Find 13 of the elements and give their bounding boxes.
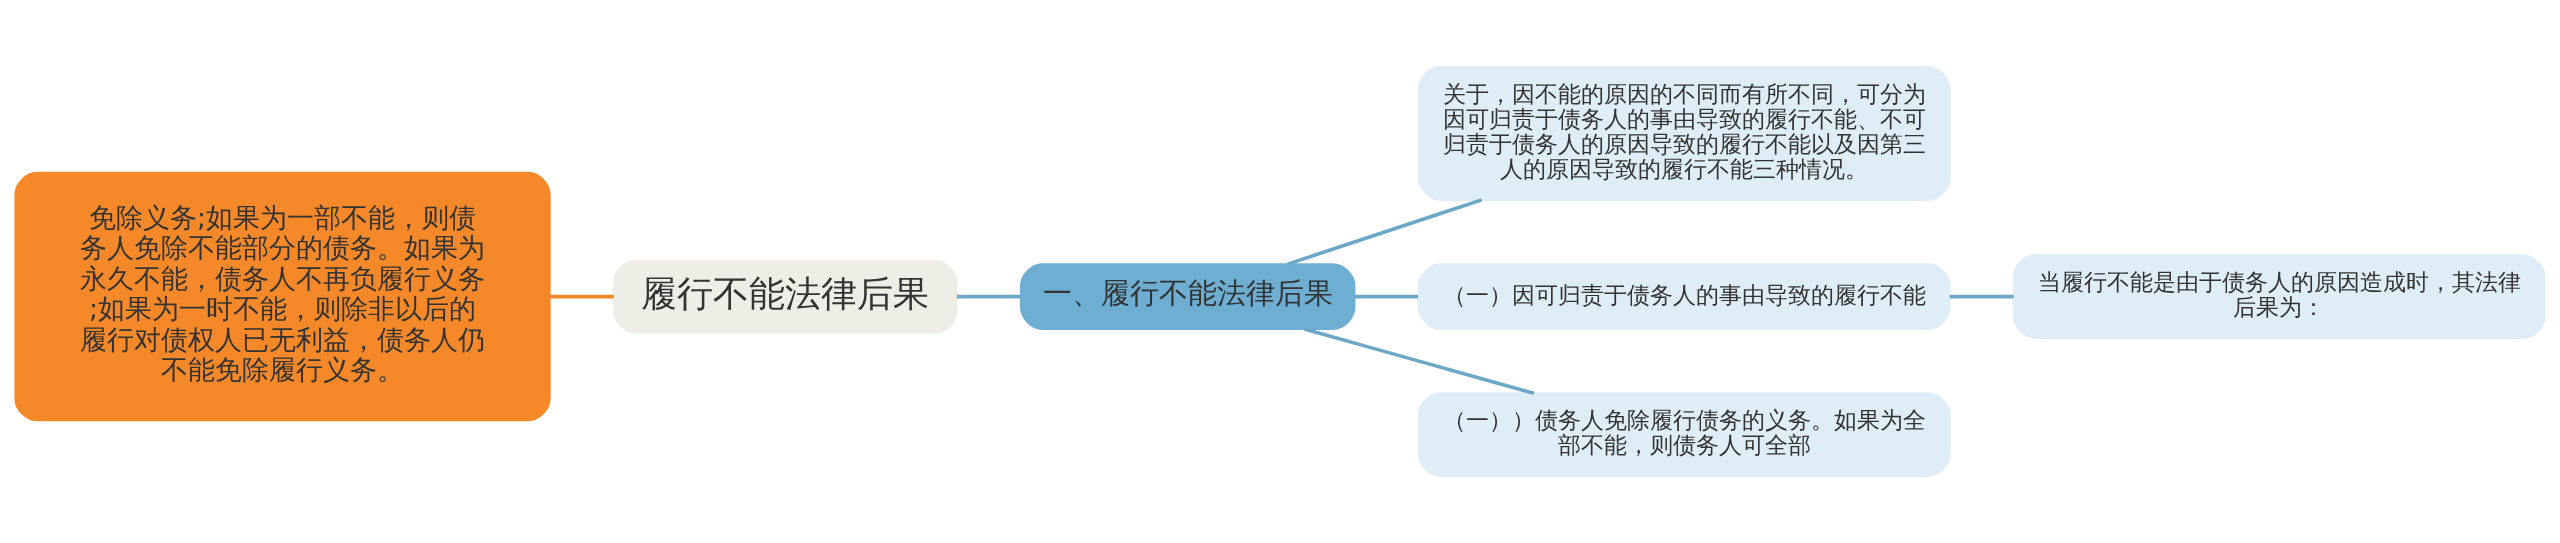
node-box: 关于，因不能的原因的不同而有所不同，可分为因可归责于债务人的事由导致的履行不能、不可归责于债务人的原因导致的履行不能以及因第三人的原因导致的履行不能三种情况。 [1417,66,1951,201]
node-box: （一））债务人免除履行债务的义务。如果为全部不能，则债务人可全部 [1417,392,1951,477]
node-box: 一、履行不能法律后果 [1019,263,1356,330]
connector [1355,294,1419,299]
node-box: 履行不能法律后果 [613,259,958,334]
connector [1286,198,1483,266]
node-box: （一）因可归责于债务人的事由导致的履行不能 [1417,263,1951,330]
connector [1949,294,2014,299]
node-box: 当履行不能是由于债务人的原因造成时，其法律后果为： [2012,254,2546,339]
node-box: 免除义务;如果为一部不能，则债务人免除不能部分的债务。如果为永久不能，债务人不再负履行义务;如果为一时不能，则除非以后的履行对债权人已无利益，债务人仍不能免除履行义务。 [14,171,551,422]
connector [550,294,614,299]
connector [1303,327,1535,395]
connector [956,294,1021,299]
